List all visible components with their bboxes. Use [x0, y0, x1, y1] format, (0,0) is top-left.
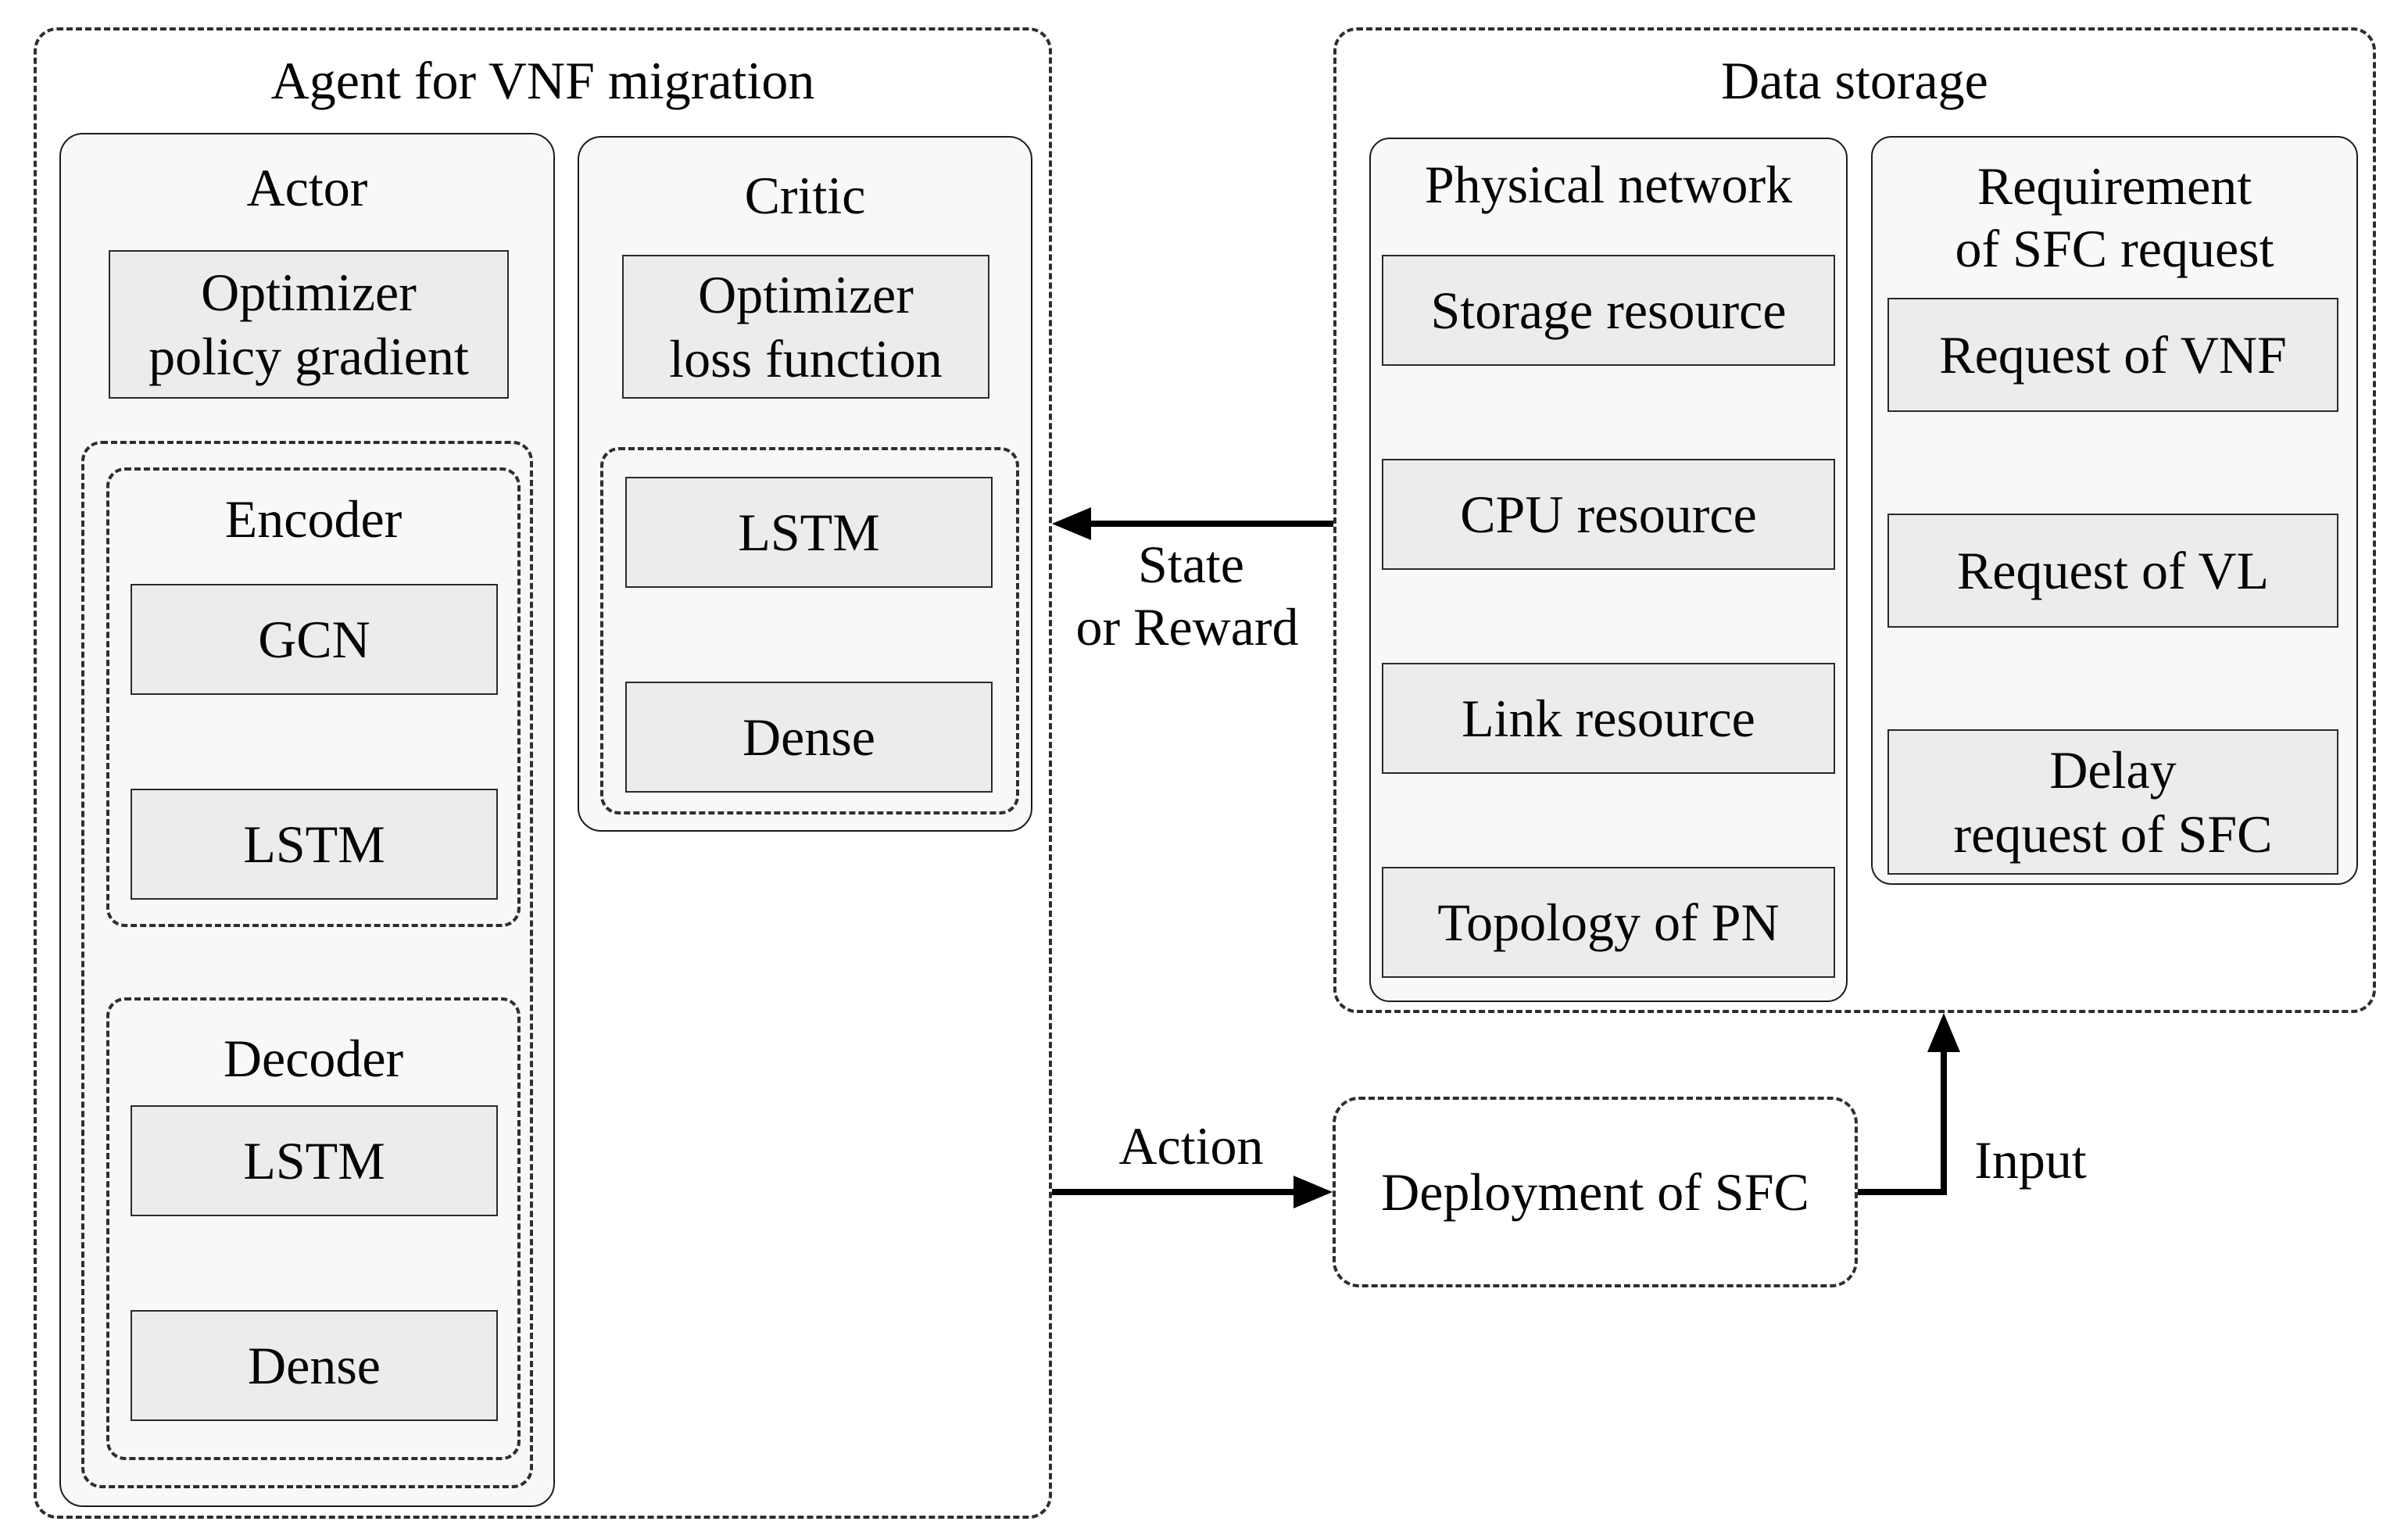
critic-layers-group: LSTM Dense	[600, 447, 1019, 814]
storage-resource-box: Storage resource	[1382, 255, 1835, 366]
topology-of-pn-box: Topology of PN	[1382, 867, 1835, 978]
gcn-layer-label: GCN	[258, 610, 370, 669]
deployment-label: Deployment of SFC	[1381, 1162, 1809, 1222]
critic-optimizer-line2: loss function	[669, 329, 943, 388]
data-storage-title: Data storage	[1721, 51, 1988, 110]
link-resource-label: Link resource	[1462, 689, 1755, 748]
request-of-vl-box: Request of VL	[1887, 514, 2338, 628]
request-of-vnf-label: Request of VNF	[1939, 325, 2287, 385]
deployment-box: Deployment of SFC	[1333, 1097, 1858, 1287]
encoder-lstm-layer-label: LSTM	[243, 814, 385, 874]
delay-request-line2: request of SFC	[1953, 804, 2273, 864]
link-resource-box: Link resource	[1382, 663, 1835, 774]
decoder-dense-layer-box: Dense	[131, 1310, 498, 1421]
state-reward-arrow-line	[1090, 521, 1333, 527]
decoder-dense-layer-label: Dense	[248, 1336, 381, 1395]
input-arrow-horizontal-line	[1858, 1189, 1944, 1195]
input-label: Input	[1974, 1130, 2087, 1190]
gcn-layer-box: GCN	[131, 584, 498, 695]
actor-optimizer-line1: Optimizer	[201, 263, 417, 322]
actor-optimizer-box: Optimizer policy gradient	[109, 250, 509, 399]
physical-network-title: Physical network	[1424, 155, 1793, 214]
state-reward-arrowhead	[1052, 507, 1091, 540]
agent-container: Agent for VNF migration Actor Optimizer …	[34, 27, 1052, 1519]
topology-of-pn-label: Topology of PN	[1437, 893, 1780, 952]
requirement-title: Requirement of SFC request	[1873, 155, 2356, 280]
state-reward-label-line2: or Reward	[1075, 597, 1299, 657]
storage-resource-label: Storage resource	[1430, 281, 1787, 340]
delay-request-line1: Delay	[2049, 740, 2177, 800]
decoder-box: Decoder LSTM Dense	[106, 997, 521, 1460]
critic-panel: Critic Optimizer loss function LSTM Dens…	[578, 136, 1032, 832]
cpu-resource-label: CPU resource	[1460, 485, 1757, 544]
data-storage-container: Data storage Physical network Storage re…	[1333, 27, 2376, 1013]
delay-request-box: Delay request of SFC	[1887, 729, 2338, 875]
actor-title: Actor	[246, 158, 368, 217]
requirement-title-line2: of SFC request	[1955, 219, 2274, 278]
requirement-panel: Requirement of SFC request Request of VN…	[1871, 136, 2358, 885]
decoder-lstm-layer-box: LSTM	[131, 1105, 498, 1216]
critic-lstm-layer-box: LSTM	[625, 477, 993, 588]
input-arrow-vertical-line	[1941, 1052, 1947, 1195]
physical-network-panel: Physical network Storage resource CPU re…	[1369, 138, 1848, 1002]
critic-lstm-layer-label: LSTM	[738, 503, 880, 562]
action-arrowhead	[1293, 1176, 1333, 1208]
critic-title: Critic	[744, 166, 866, 225]
request-of-vnf-box: Request of VNF	[1887, 298, 2338, 412]
encoder-lstm-layer-box: LSTM	[131, 789, 498, 900]
critic-optimizer-line1: Optimizer	[698, 265, 914, 324]
critic-dense-layer-label: Dense	[742, 707, 875, 767]
request-of-vl-label: Request of VL	[1956, 541, 2270, 600]
decoder-title: Decoder	[223, 1029, 404, 1088]
action-label: Action	[1118, 1116, 1264, 1176]
input-arrowhead	[1927, 1013, 1960, 1052]
actor-optimizer-line2: policy gradient	[148, 327, 469, 386]
critic-dense-layer-box: Dense	[625, 682, 993, 793]
requirement-title-line1: Requirement	[1977, 156, 2252, 216]
actor-panel: Actor Optimizer policy gradient Encoder …	[59, 133, 555, 1507]
encoder-box: Encoder GCN LSTM	[106, 467, 521, 927]
encoder-decoder-group: Encoder GCN LSTM Decoder LSTM Dense	[81, 441, 533, 1488]
decoder-lstm-layer-label: LSTM	[243, 1131, 385, 1190]
agent-title: Agent for VNF migration	[270, 51, 815, 110]
cpu-resource-box: CPU resource	[1382, 459, 1835, 570]
state-reward-label-line1: State	[1138, 535, 1244, 594]
critic-optimizer-box: Optimizer loss function	[622, 255, 989, 399]
encoder-title: Encoder	[224, 489, 403, 549]
action-arrow-line	[1052, 1189, 1294, 1195]
